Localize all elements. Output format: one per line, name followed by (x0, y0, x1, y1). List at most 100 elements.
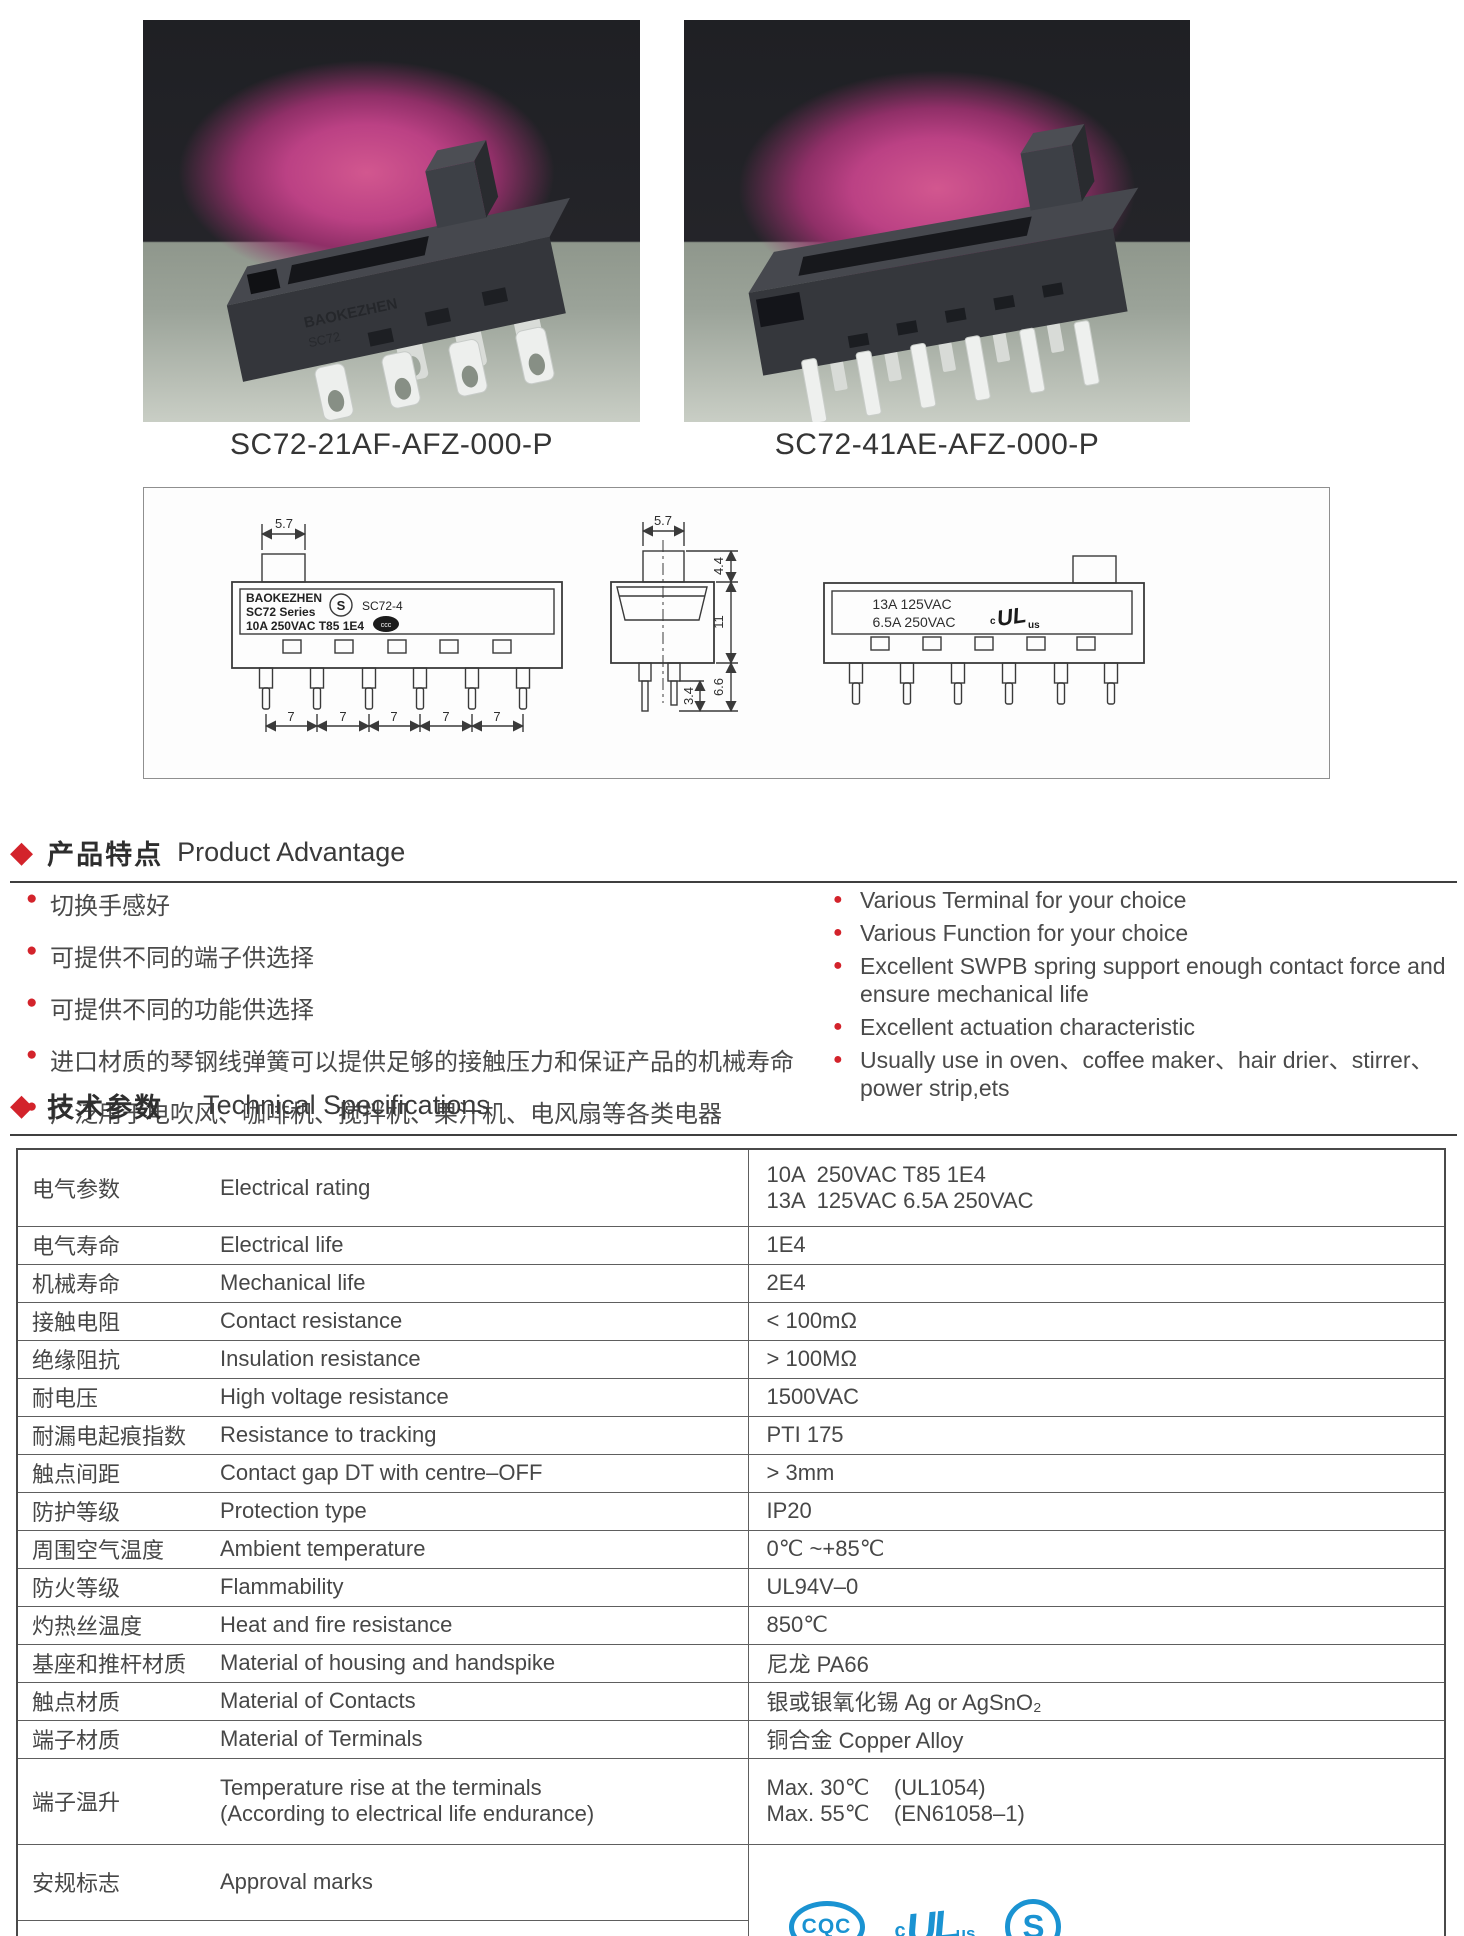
spec-value: 铜合金 Copper Alloy (747, 1719, 1446, 1759)
spec-label-en: Material of housing and handspike (220, 1650, 556, 1675)
switch-front-terminals (314, 326, 555, 421)
list-item: ●广泛用于电吹风、咖啡机、搅拌机、果汁机、电风扇等各类电器 (26, 1094, 826, 1129)
svg-text:3.4: 3.4 (681, 687, 696, 705)
table-row: 端子温升 Temperature rise at the terminals (A… (16, 1757, 1446, 1845)
svg-text:11: 11 (711, 615, 726, 629)
approval-logos: CQC c UL us S (788, 1898, 1445, 1936)
heading-en: Product Advantage (177, 837, 406, 867)
list-item: ●可提供不同的功能供选择 (26, 990, 826, 1025)
list-item: ●切换手感好 (26, 886, 826, 921)
switch-front-face (226, 236, 566, 382)
lever (616, 586, 708, 621)
section-header-product-advantage: ◆ 产品特点 Product Advantage (10, 833, 1457, 883)
spec-label-en: Insulation resistance (220, 1346, 421, 1371)
spec-value: > 3mm (747, 1453, 1446, 1493)
list-item: ●Various Terminal for your choice (833, 886, 1461, 914)
bullet-text: 可提供不同的功能供选择 (50, 997, 314, 1024)
spec-label-zh: 耐电压 (32, 1386, 99, 1411)
series-text: SC72 Series (246, 605, 316, 619)
spec-label-zh: 基座和推杆材质 (32, 1652, 187, 1677)
spec-value: 1500VAC (747, 1377, 1446, 1417)
spec-label-zh: 耐漏电起痕指数 (32, 1424, 187, 1449)
ul-mark-icon: c UL us (990, 602, 1040, 631)
svg-text:4.4: 4.4 (711, 557, 726, 575)
list-item: ●可提供不同的端子供选择 (26, 938, 826, 973)
spec-label-zh: 周围空气温度 (32, 1538, 165, 1563)
list-item: ●进口材质的琴钢线弹簧可以提供足够的接触压力和保证产品的机械寿命 (26, 1042, 826, 1077)
product-photo-sc72-21af: BAOKEZHEN SC72 (143, 20, 640, 422)
bullet-icon: ● (26, 888, 38, 909)
slide-switch-photo-art-2 (748, 123, 1139, 422)
list-item: ● Various Function for your choice (833, 919, 1461, 947)
spec-label-zh: 接触电阻 (32, 1310, 121, 1335)
diamond-icon: ◆ (10, 1088, 34, 1122)
bullet-icon: ● (833, 1018, 843, 1036)
pins-side (638, 662, 681, 712)
list-item: ●Usually use in oven、coffee maker、hair d… (833, 1046, 1461, 1102)
spec-label-zh: 安规标志 (32, 1871, 121, 1897)
heading-zh: 产品特点 (47, 840, 164, 870)
svg-text:S: S (337, 598, 346, 613)
svg-text:5.7: 5.7 (275, 516, 293, 531)
spec-label-en: Flammability (220, 1574, 344, 1599)
bullet-text: Excellent SWPB spring support enough con… (860, 953, 1446, 1008)
heading-zh: 技术参数 (47, 1093, 164, 1123)
spec-label-en: Temperature rise at the terminals (Accor… (220, 1775, 595, 1826)
switch-bumps (847, 282, 1064, 349)
spec-label-zh: 触点间距 (32, 1462, 121, 1487)
svg-text:ccc: ccc (381, 622, 392, 629)
rear-rating-1: 13A 125VAC (872, 596, 951, 612)
svg-text:7: 7 (493, 709, 500, 724)
spec-label-en: Ambient temperature (220, 1536, 426, 1561)
product-photo-sc72-41ae (684, 20, 1190, 422)
bullet-icon: ● (26, 940, 38, 961)
bullet-icon: ● (833, 957, 843, 975)
engraving-model: SC72 (307, 329, 342, 350)
bullet-icon: ● (833, 924, 843, 942)
spec-label-zh: 电气寿命 (32, 1234, 121, 1259)
spec-label-en: Contact gap DT with centre–OFF (220, 1460, 543, 1485)
spec-label-en: Electrical life (220, 1232, 344, 1257)
spec-value: PTI 175 (747, 1415, 1446, 1455)
label-plate-rear (831, 590, 1133, 635)
svg-text:7: 7 (390, 709, 397, 724)
switch-front-pins (801, 320, 1100, 422)
bullet-text: Various Function for your choice (860, 920, 1189, 947)
bullet-text: 广泛用于电吹风、咖啡机、搅拌机、果汁机、电风扇等各类电器 (50, 1101, 722, 1128)
s-mark-logo-icon: S (1005, 1898, 1062, 1936)
spec-label-en: Material of Contacts (220, 1688, 416, 1713)
spec-value: 尼龙 PA66 (747, 1643, 1446, 1683)
spec-label-en: Electrical rating (220, 1174, 371, 1200)
svg-text:c: c (990, 616, 996, 627)
spec-value: Max. 30℃ (UL1054) Max. 55℃ (EN61058–1) (747, 1757, 1446, 1845)
spec-label-zh: 电气参数 (32, 1176, 121, 1202)
spec-label-zh: 端子温升 (32, 1790, 121, 1815)
cqc-logo-icon: CQC (788, 1900, 865, 1936)
knob-rear (1072, 555, 1117, 584)
switch-slot-end (755, 292, 805, 328)
dim-knob-width: 5.7 (260, 516, 307, 550)
list-item: ● Excellent SWPB spring support enough co… (833, 952, 1461, 1008)
approval-marks-cell: CQC c UL us S (747, 1843, 1446, 1936)
bullet-text: Excellent actuation characteristic (860, 1014, 1195, 1041)
spec-label-en: Resistance to tracking (220, 1422, 437, 1447)
contact-windows (282, 639, 512, 654)
spec-label-en: Mechanical life (220, 1270, 366, 1295)
svg-text:6.6: 6.6 (711, 678, 726, 696)
spec-label-en: Material of Terminals (220, 1726, 423, 1751)
dim-knob-width-side: 5.7 (641, 513, 686, 546)
pins (258, 667, 531, 710)
contact-windows-rear (870, 636, 1096, 651)
spec-label-zh: 触点材质 (32, 1690, 121, 1715)
spec-value: 2E4 (747, 1263, 1446, 1303)
switch-front-face (748, 228, 1128, 376)
table-row: 触点间距 Contact gap DT with centre–OFF > 3mm (16, 1453, 1446, 1493)
